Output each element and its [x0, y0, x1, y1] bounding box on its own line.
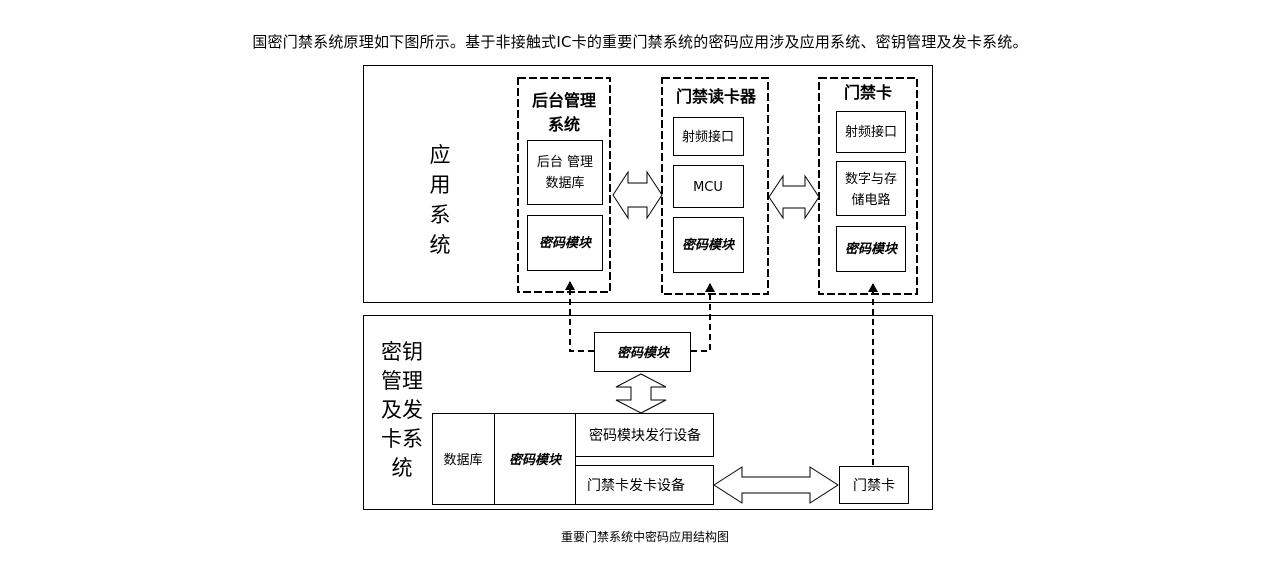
reader-rf-box	[673, 117, 744, 156]
km-crypto-top-label: 密码模块	[617, 345, 670, 361]
backend-system: 后台管理 系统 后台 管理 数据库 密码模块	[517, 77, 611, 293]
card-digital-line-1: 数字与存	[845, 172, 897, 187]
app-label-char-2: 用	[430, 173, 451, 197]
backend-crypto-box	[527, 215, 603, 271]
access-card: 门禁卡 射频接口 数字与存 储电路 密码模块	[818, 77, 918, 295]
card-issuer-box	[575, 465, 714, 505]
km-crypto-box	[494, 413, 576, 505]
key-management-frame	[363, 315, 933, 510]
km-label-line-4: 卡系	[381, 427, 423, 451]
km-database-label: 数据库	[443, 452, 482, 468]
card-reader-box	[661, 77, 769, 295]
app-label-char-3: 系	[430, 203, 451, 227]
card-digital-box	[836, 161, 906, 216]
km-crypto-top-box	[594, 332, 691, 372]
reader-crypto-box	[673, 217, 744, 273]
card-reader-title: 门禁读卡器	[676, 87, 757, 106]
card-digital-line-2: 储电路	[851, 192, 890, 208]
backend-crypto-label: 密码模块	[539, 235, 592, 251]
backend-title-line-1: 后台管理	[532, 91, 596, 110]
km-label-line-2: 管理	[381, 369, 423, 393]
application-system-frame	[363, 65, 933, 303]
backend-db-line-2: 数据库	[545, 175, 584, 191]
app-label-char-4: 统	[430, 233, 451, 257]
card-issuer-label: 门禁卡发卡设备	[587, 477, 685, 494]
card-crypto-label: 密码模块	[845, 241, 898, 257]
km-database-box	[432, 413, 495, 505]
backend-database-box	[527, 140, 603, 205]
card-rf-label: 射频接口	[845, 124, 897, 140]
reader-mcu-box	[673, 165, 744, 208]
backend-db-line-1: 后台 管理	[537, 155, 593, 170]
card-reader: 门禁读卡器 射频接口 MCU 密码模块	[661, 77, 769, 295]
key-management-label: 密钥 管理 及发 卡系 统	[381, 340, 423, 480]
reader-crypto-label: 密码模块	[682, 237, 735, 253]
access-card-title: 门禁卡	[844, 83, 892, 102]
dashed-link-backend	[565, 281, 594, 352]
backend-system-box	[517, 77, 611, 293]
diagram-caption: 重要门禁系统中密码应用结构图	[560, 530, 729, 544]
module-issuer-label: 密码模块发行设备	[589, 427, 701, 444]
backend-title-line-2: 系统	[548, 115, 580, 134]
access-card-box	[818, 77, 918, 295]
card-crypto-box	[836, 226, 906, 272]
km-label-line-5: 统	[392, 456, 413, 480]
dashed-link-reader	[691, 283, 715, 352]
km-card-box	[839, 466, 909, 504]
module-issuer-box	[575, 413, 714, 457]
km-label-line-3: 及发	[381, 398, 423, 422]
app-label-char-1: 应	[430, 143, 451, 167]
double-arrow-reader-card	[768, 174, 820, 220]
card-rf-box	[836, 111, 906, 153]
reader-rf-label: 射频接口	[682, 129, 734, 145]
issuing-block: 数据库 密码模块 密码模块发行设备 门禁卡发卡设备	[432, 413, 714, 505]
reader-mcu-label: MCU	[693, 180, 723, 195]
application-system-label: 应 用 系 统	[430, 143, 451, 257]
km-label-line-1: 密钥	[381, 340, 423, 364]
km-crypto-label: 密码模块	[509, 452, 562, 468]
km-card-label: 门禁卡	[853, 478, 895, 494]
double-arrow-issuer-card	[713, 466, 839, 504]
intro-text: 国密门禁系统原理如下图所示。基于非接触式IC卡的重要门禁系统的密码应用涉及应用系…	[252, 33, 1028, 51]
double-arrow-backend-reader	[612, 170, 663, 220]
double-arrow-vertical	[615, 373, 667, 414]
